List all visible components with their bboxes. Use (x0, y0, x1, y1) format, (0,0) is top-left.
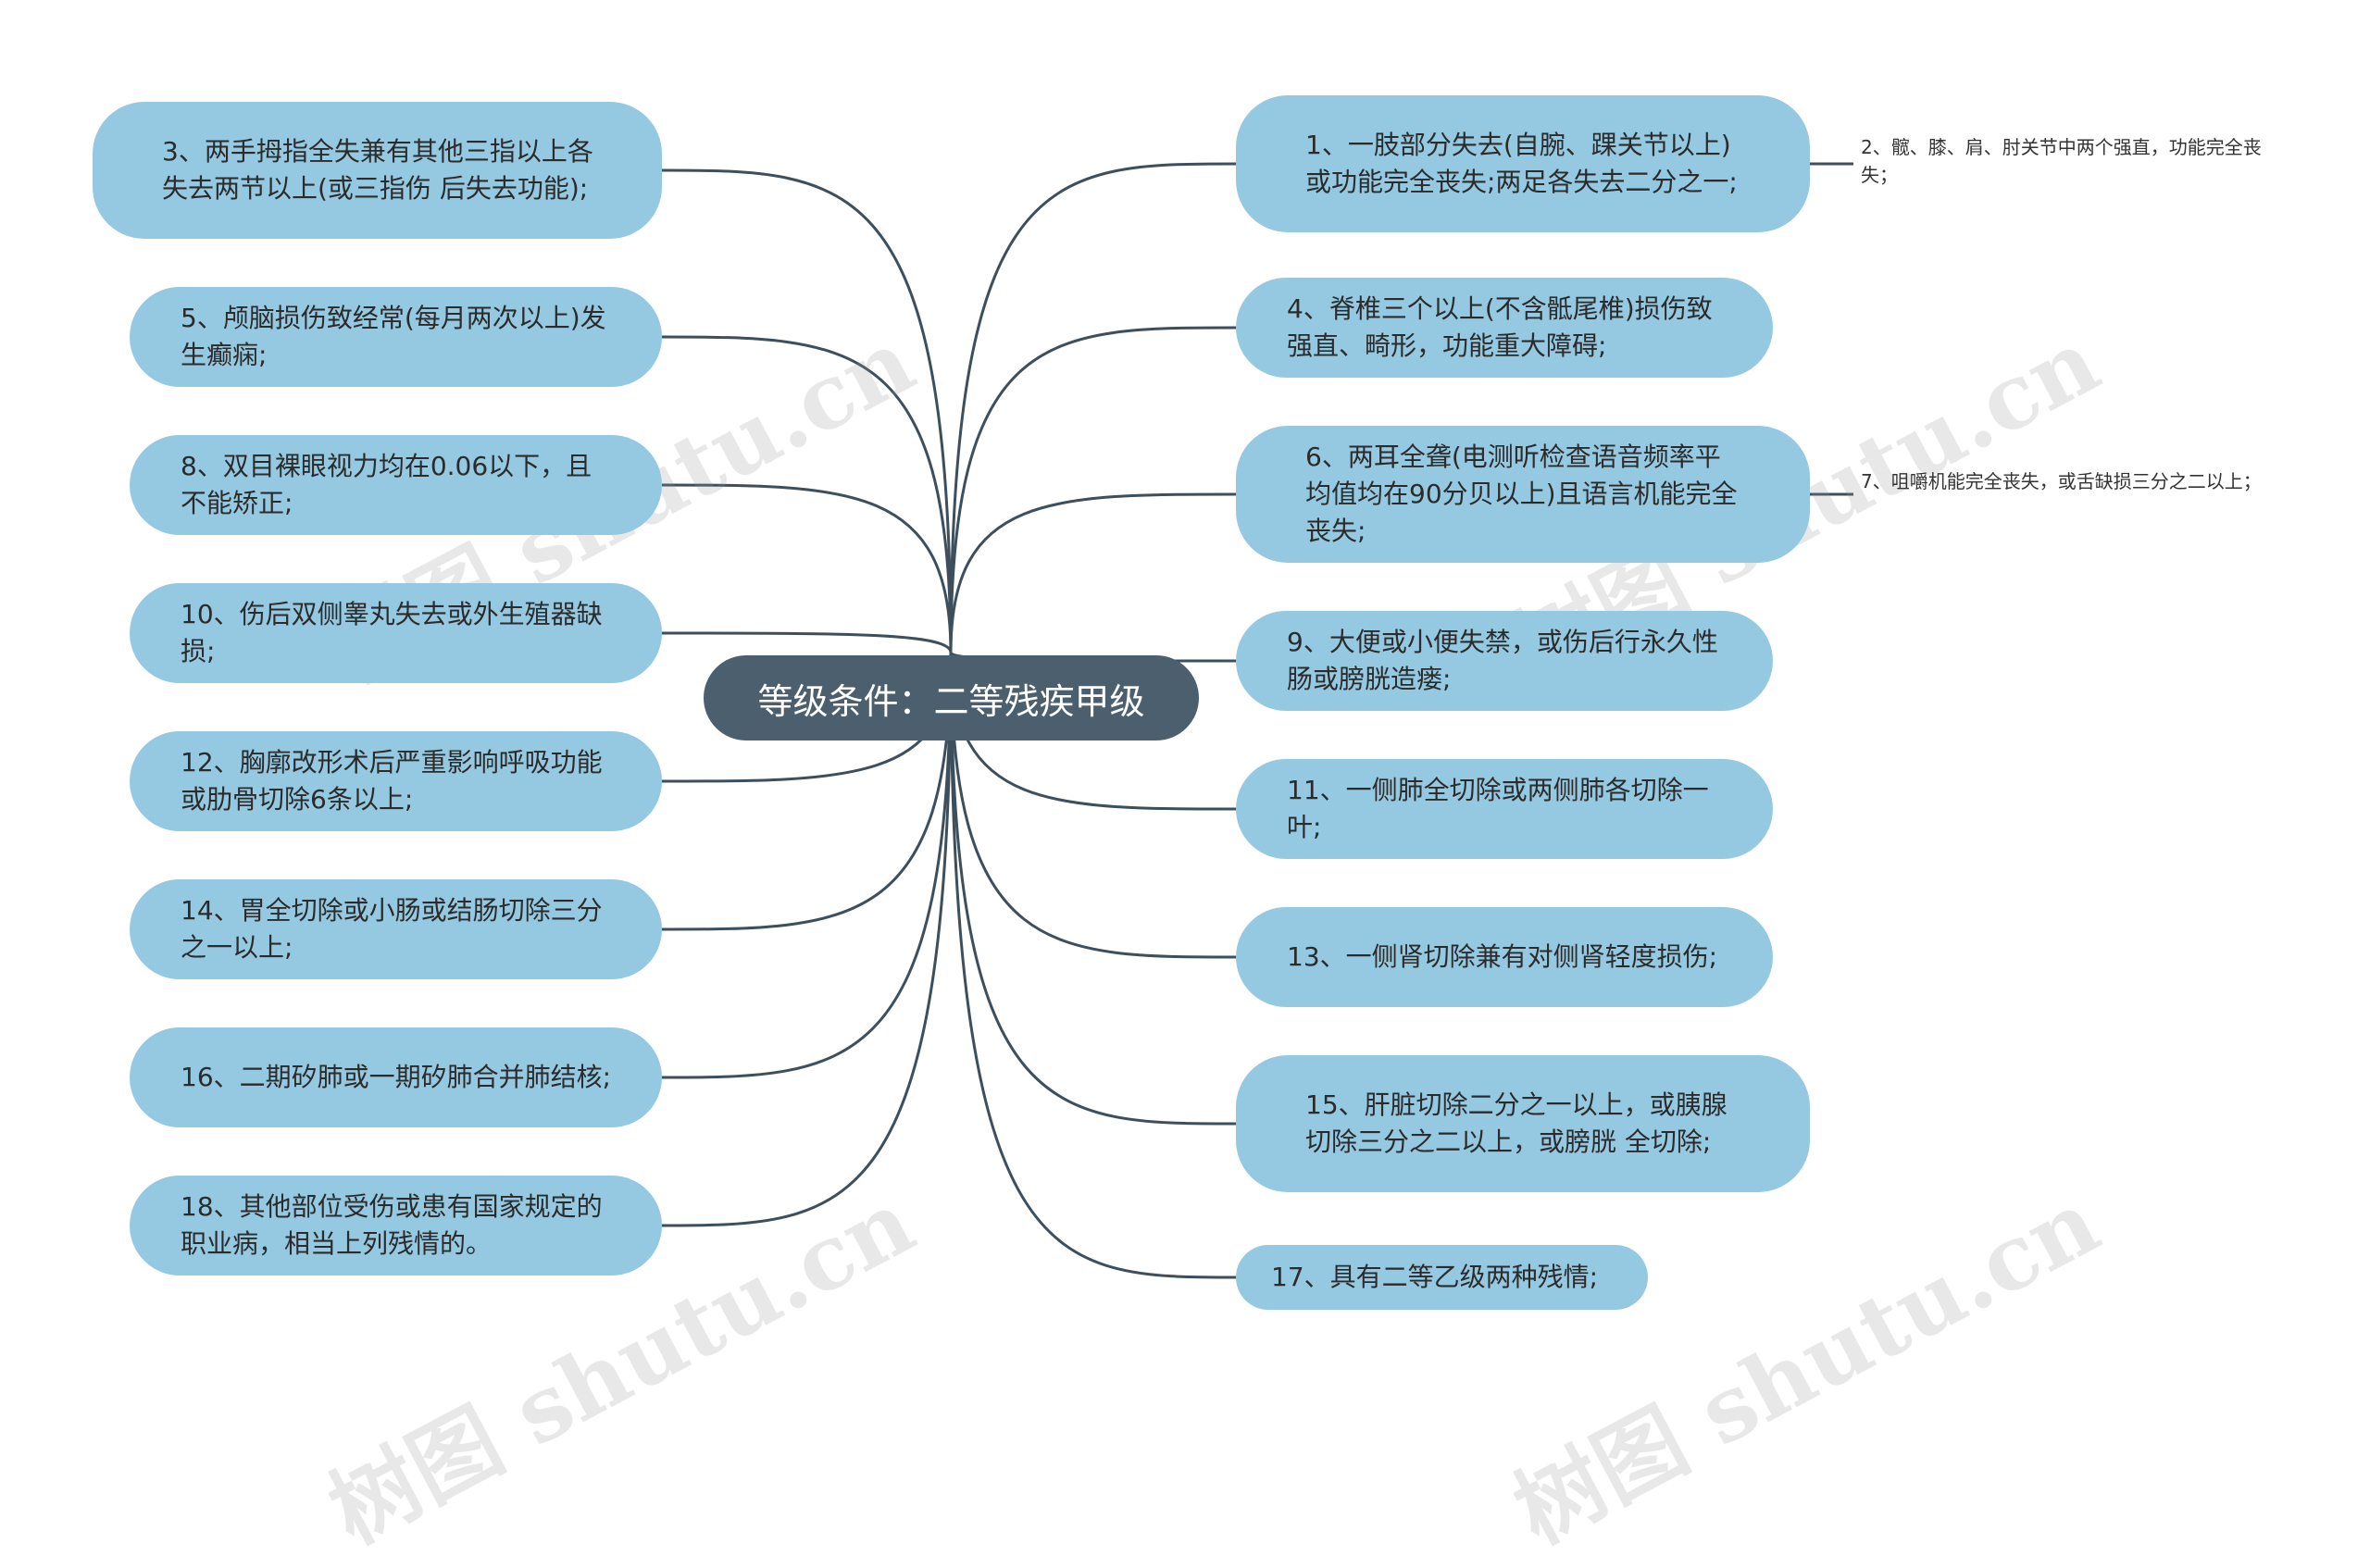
topic-label: 16、二期矽肺或一期矽肺合并肺结核; (181, 1062, 612, 1092)
topic-label: 3、两手拇指全失兼有其他三指以上各失去两节以上(或三指伤 后失去功能); (162, 136, 593, 204)
topic-label: 12、胸廓改形术后严重影响呼吸功能或肋骨切除6条以上; (181, 747, 603, 815)
central-topic-label: 等级条件：二等残疾甲级 (757, 680, 1145, 722)
subtopic-label: 7、咀嚼机能完全丧失，或舌缺损三分之二以上； (1861, 470, 2262, 492)
topic-node-left-1[interactable]: 3、两手拇指全失兼有其他三指以上各失去两节以上(或三指伤 后失去功能); (93, 102, 662, 239)
subtopic-right-1[interactable]: 2、髋、膝、肩、肘关节中两个强直，功能完全丧失； (1861, 133, 2296, 189)
topic-node-right-7[interactable]: 15、肝脏切除二分之一以上，或胰腺切除三分之二以上，或膀胱 全切除; (1236, 1055, 1810, 1192)
connector-right-7 (949, 652, 1237, 1126)
connector-left-8 (661, 652, 953, 1227)
topic-node-left-8[interactable]: 18、其他部位受伤或患有国家规定的职业病，相当上列残情的。 (130, 1176, 662, 1276)
topic-node-right-5[interactable]: 11、一侧肺全切除或两侧肺各切除一叶; (1236, 759, 1773, 859)
topic-node-right-3[interactable]: 6、两耳全聋(电测听检查语音频率平均值均在90分贝以上)且语言机能完全丧失; (1236, 426, 1810, 563)
topic-node-right-6[interactable]: 13、一侧肾切除兼有对侧肾轻度损伤; (1236, 907, 1773, 1007)
connector-right-6 (949, 652, 1237, 959)
topic-label: 4、脊椎三个以上(不含骶尾椎)损伤致强直、畸形，功能重大障碍; (1287, 293, 1713, 361)
topic-label: 6、两耳全聋(电测听检查语音频率平均值均在90分贝以上)且语言机能完全丧失; (1305, 442, 1738, 546)
topic-label: 8、双目裸眼视力均在0.06以下，且不能矫正; (181, 451, 592, 518)
subtopic-label: 2、髋、膝、肩、肘关节中两个强直，功能完全丧失； (1861, 136, 2262, 186)
topic-node-right-4[interactable]: 9、大便或小便失禁，或伤后行永久性肠或膀胱造瘘; (1236, 611, 1773, 711)
topic-node-left-7[interactable]: 16、二期矽肺或一期矽肺合并肺结核; (130, 1027, 662, 1127)
connector-right-2 (949, 326, 1237, 653)
topic-node-left-5[interactable]: 12、胸廓改形术后严重影响呼吸功能或肋骨切除6条以上; (130, 731, 662, 831)
connector-left-3 (661, 483, 953, 653)
topic-label: 11、一侧肺全切除或两侧肺各切除一叶; (1287, 775, 1709, 842)
topic-label: 18、其他部位受伤或患有国家规定的职业病，相当上列残情的。 (181, 1191, 603, 1259)
topic-label: 9、大便或小便失禁，或伤后行永久性肠或膀胱造瘘; (1287, 627, 1718, 694)
topic-label: 5、颅脑损伤致经常(每月两次以上)发生癫痫; (181, 303, 606, 370)
connector-left-2 (661, 335, 953, 653)
connector-left-6 (661, 652, 953, 931)
topic-node-left-6[interactable]: 14、胃全切除或小肠或结肠切除三分之一以上; (130, 879, 662, 979)
topic-node-left-4[interactable]: 10、伤后双侧睾丸失去或外生殖器缺损; (130, 583, 662, 683)
topic-node-left-3[interactable]: 8、双目裸眼视力均在0.06以下，且不能矫正; (130, 435, 662, 535)
connector-right-8 (949, 652, 1237, 1279)
topic-node-right-1[interactable]: 1、一肢部分失去(自腕、踝关节以上)或功能完全丧失;两足各失去二分之一; (1236, 95, 1810, 232)
topic-node-right-2[interactable]: 4、脊椎三个以上(不含骶尾椎)损伤致强直、畸形，功能重大障碍; (1236, 278, 1773, 378)
central-topic[interactable]: 等级条件：二等残疾甲级 (704, 655, 1199, 740)
topic-label: 13、一侧肾切除兼有对侧肾轻度损伤; (1287, 941, 1718, 972)
connector-left-7 (661, 652, 953, 1079)
topic-label: 14、胃全切除或小肠或结肠切除三分之一以上; (181, 895, 603, 963)
topic-node-right-8[interactable]: 17、具有二等乙级两种残情; (1236, 1245, 1648, 1310)
topic-label: 15、肝脏切除二分之一以上，或胰腺切除三分之二以上，或膀胱 全切除; (1305, 1089, 1728, 1157)
connector-right-3 (949, 492, 1237, 653)
topic-label: 10、伤后双侧睾丸失去或外生殖器缺损; (181, 599, 603, 666)
subtopic-right-3[interactable]: 7、咀嚼机能完全丧失，或舌缺损三分之二以上； (1861, 467, 2296, 495)
topic-label: 1、一肢部分失去(自腕、踝关节以上)或功能完全丧失;两足各失去二分之一; (1305, 130, 1738, 197)
topic-node-left-2[interactable]: 5、颅脑损伤致经常(每月两次以上)发生癫痫; (130, 287, 662, 387)
connector-right-1 (949, 162, 1237, 653)
connector-left-1 (661, 168, 953, 653)
connector-left-4 (661, 631, 953, 653)
topic-label: 17、具有二等乙级两种残情; (1271, 1262, 1599, 1292)
